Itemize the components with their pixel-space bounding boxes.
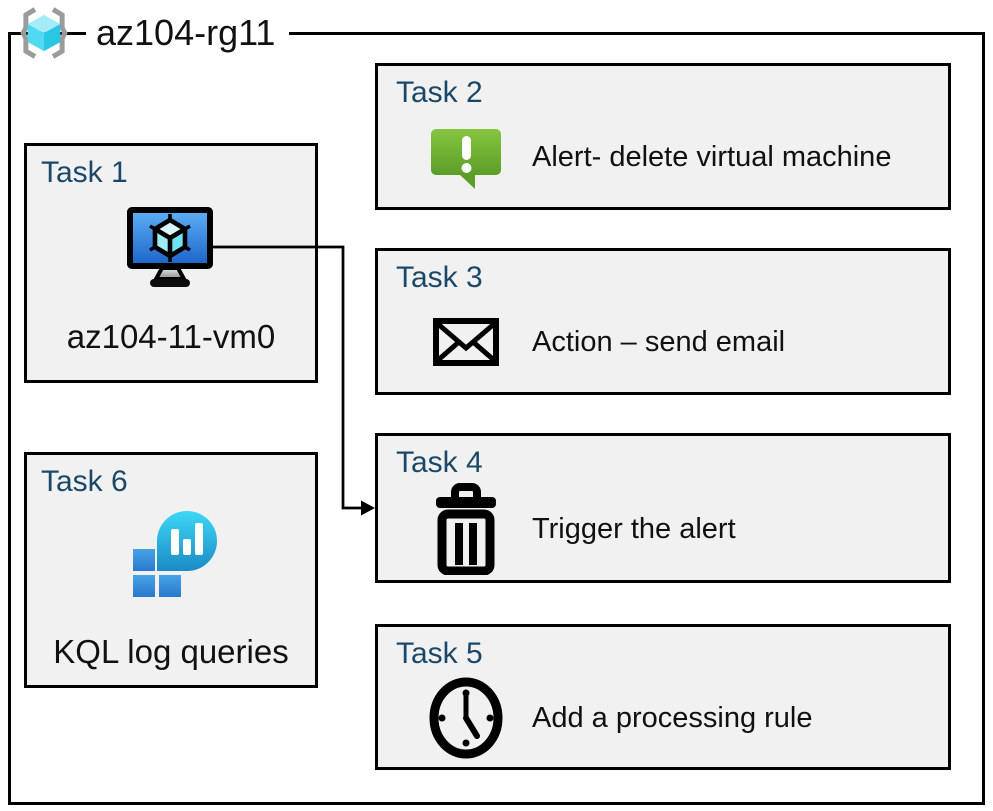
task-1-panel: Task 1 az104-11-vm0 [24, 143, 318, 383]
resource-group-title: az104-rg11 [86, 11, 290, 57]
trash-icon [436, 483, 496, 575]
task-5-panel: Task 5 Add a processing rule [375, 624, 951, 770]
log-analytics-icon [133, 511, 217, 597]
task-1-label: Task 1 [41, 156, 128, 189]
task-1-caption: az104-11-vm0 [66, 318, 276, 355]
task-4-row: Trigger the alert [424, 483, 940, 575]
virtual-machine-icon [127, 207, 213, 287]
email-icon [433, 318, 499, 366]
task-6-label: Task 6 [41, 465, 128, 498]
task-2-panel: Task 2 Alert- delete virtual machine [375, 63, 951, 210]
task-3-panel: Task 3 Action – send email [375, 248, 951, 395]
task-2-row: Alert- delete virtual machine [424, 116, 940, 199]
task-2-label: Task 2 [396, 76, 483, 109]
task-3-row: Action – send email [424, 301, 940, 384]
task-5-caption: Add a processing rule [532, 701, 813, 734]
task-4-label: Task 4 [396, 446, 483, 479]
task-3-caption: Action – send email [532, 326, 786, 358]
task-6-panel: Task 6 KQL log queries [24, 452, 318, 688]
task-5-label: Task 5 [396, 637, 483, 670]
resource-group-icon [20, 7, 68, 59]
alert-icon [431, 128, 501, 189]
task-6-caption: KQL log queries [53, 633, 289, 670]
clock-icon [429, 677, 503, 759]
task-4-panel: Task 4 Trigger the alert [375, 433, 951, 583]
task-5-row: Add a processing rule [424, 677, 940, 759]
task-3-label: Task 3 [396, 261, 483, 294]
task-2-caption: Alert- delete virtual machine [532, 141, 892, 173]
task-4-caption: Trigger the alert [532, 512, 736, 545]
resource-group-header: az104-rg11 [0, 0, 400, 64]
resource-group-frame [8, 32, 985, 805]
